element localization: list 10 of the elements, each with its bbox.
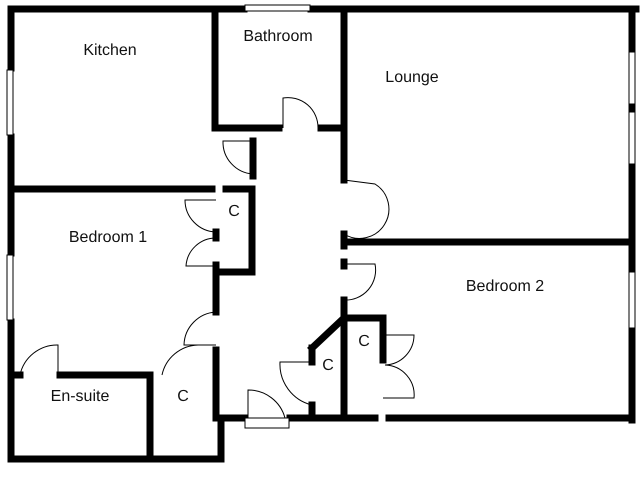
room-label: C (177, 388, 189, 406)
room-label: Bedroom 2 (466, 278, 544, 296)
room-label: C (358, 333, 370, 351)
room-label: Bathroom (243, 28, 313, 46)
room-label: En-suite (50, 388, 110, 406)
room-label: C (322, 357, 334, 375)
room-label: Bedroom 1 (68, 229, 148, 247)
room-label: C (228, 203, 240, 221)
room-label: Kitchen (83, 42, 137, 60)
room-label: Lounge (385, 69, 439, 87)
